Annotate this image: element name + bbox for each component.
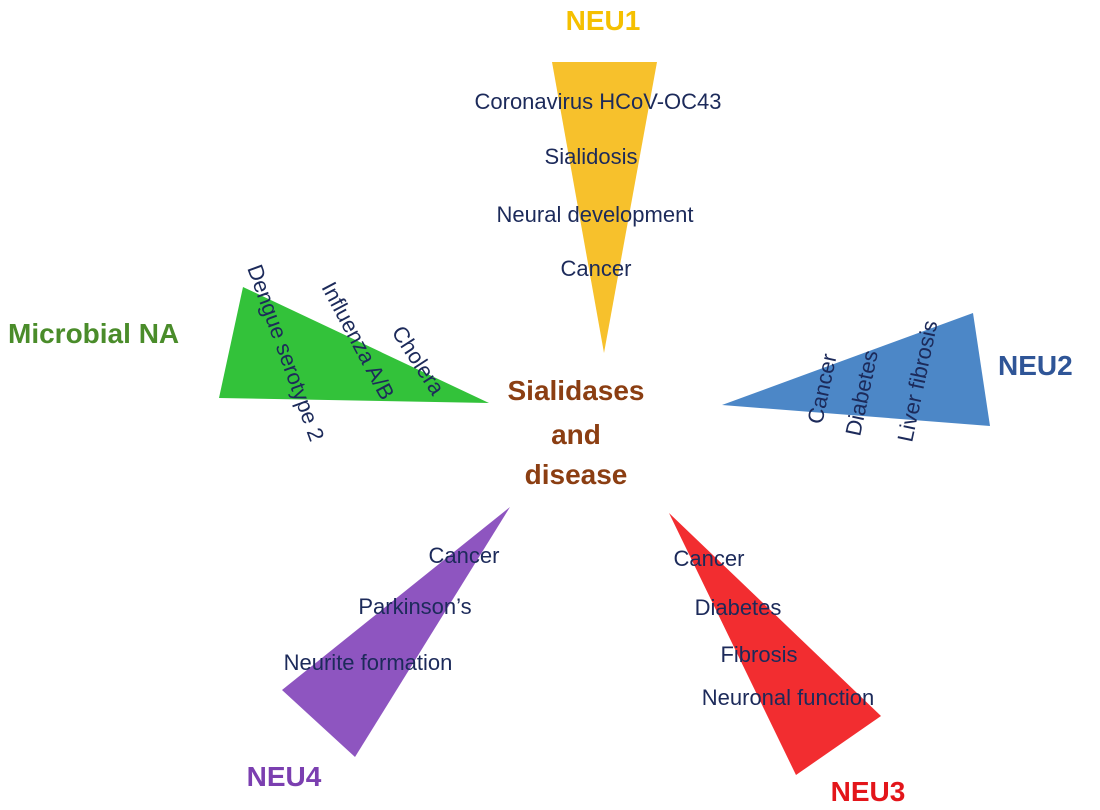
neu3-item-fibrosis: Fibrosis [720, 642, 797, 667]
neu1-item-coronavirus: Coronavirus HCoV-OC43 [475, 89, 722, 114]
neu4-item-cancer: Cancer [429, 543, 500, 568]
neu3-item-cancer: Cancer [674, 546, 745, 571]
neu4-wedge [282, 507, 510, 757]
neu1-item-sialidosis: Sialidosis [545, 144, 638, 169]
neu1-item-cancer: Cancer [561, 256, 632, 281]
microbial-na-wedge [219, 287, 489, 403]
center-title-line-1: Sialidases [508, 375, 645, 406]
neu4-title: NEU4 [247, 761, 322, 792]
neu1-item-neural-development: Neural development [497, 202, 694, 227]
neu4-item-neurite-formation: Neurite formation [284, 650, 453, 675]
neu2-title: NEU2 [998, 350, 1073, 381]
center-title-line-3: disease [525, 459, 628, 490]
neu1-title: NEU1 [566, 5, 641, 36]
neu3-item-diabetes: Diabetes [695, 595, 782, 620]
neu2-wedge [722, 313, 990, 426]
neu4-item-parkinsons: Parkinson’s [358, 594, 471, 619]
neu3-item-neuronal-function: Neuronal function [702, 685, 874, 710]
neu3-wedge [669, 513, 881, 775]
center-title-line-2: and [551, 419, 601, 450]
microbial-na-title: Microbial NA [8, 318, 179, 349]
neu1-wedge [552, 62, 657, 353]
neu3-title: NEU3 [831, 776, 906, 807]
